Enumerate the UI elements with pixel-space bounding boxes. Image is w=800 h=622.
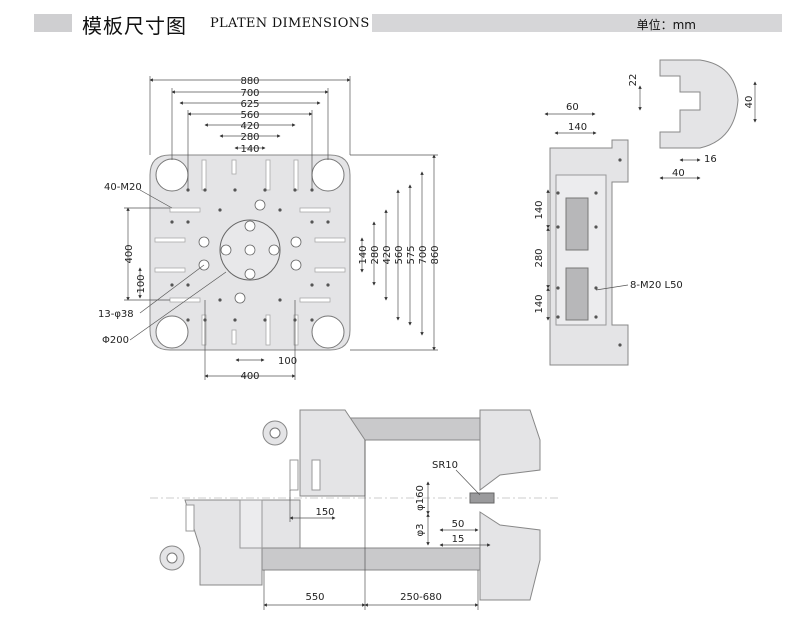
label-tapped-holes: 40-M20 (104, 182, 142, 193)
label-center-bore: Φ200 (102, 335, 129, 346)
tslot-dim-40a: 40 (744, 96, 755, 109)
tslot-dim-40b: 40 (672, 168, 685, 179)
tslot-dim-22: 22 (628, 74, 639, 87)
dim-140: 140 (240, 144, 259, 155)
dim-r860: 860 (430, 245, 441, 264)
dim-l400: 400 (124, 244, 135, 263)
dim-50: 50 (452, 519, 465, 530)
tie-bar-hole (155, 315, 189, 349)
t-slot-detail: 22 40 16 40 (628, 59, 757, 180)
side-dim-60: 60 (566, 102, 579, 113)
dim-b400: 400 (240, 371, 259, 382)
platen-front-view: 880 700 625 560 420 280 140 140 280 420 … (98, 76, 441, 382)
clamp-top-view: 550 250-680 150 SR10 φ160 φ3 50 15 (150, 409, 560, 610)
dim-b100: 100 (278, 356, 297, 367)
side-label-tapped: 8-M20 L50 (630, 280, 683, 291)
tie-bar-hole (311, 315, 345, 349)
dim-15: 15 (452, 534, 465, 545)
page-title-en: PLATEN DIMENSIONS (210, 16, 370, 31)
platen-side-view: 60 140 140 280 140 8-M20 L50 (534, 102, 683, 366)
dim-r420: 420 (382, 245, 393, 264)
dim-r560: 560 (394, 245, 405, 264)
dim-280: 280 (240, 132, 259, 143)
dim-880: 880 (240, 76, 259, 87)
dim-420: 420 (240, 121, 259, 132)
tie-bar-hole (155, 158, 189, 192)
dim-150: 150 (315, 507, 334, 518)
tie-bar-hole (311, 158, 345, 192)
dim-625: 625 (240, 99, 259, 110)
header-left-block (34, 14, 72, 32)
dim-phi160: φ160 (415, 485, 426, 511)
side-dim-l140a: 140 (534, 200, 545, 219)
dim-550: 550 (305, 592, 324, 603)
dim-phi3: φ3 (415, 524, 426, 537)
dim-700: 700 (240, 88, 259, 99)
tslot-dim-16: 16 (704, 154, 717, 165)
dim-l100: 100 (136, 274, 147, 293)
label-holes: 13-φ38 (98, 309, 134, 320)
side-dim-l280: 280 (534, 248, 545, 267)
label-sr10: SR10 (432, 460, 458, 471)
header-bar (372, 14, 782, 32)
dim-560: 560 (240, 110, 259, 121)
dim-r140: 140 (358, 245, 369, 264)
dim-r575: 575 (406, 245, 417, 264)
side-dim-140: 140 (568, 122, 587, 133)
dim-250-680: 250-680 (400, 592, 442, 603)
side-dim-l140b: 140 (534, 294, 545, 313)
dim-r700: 700 (418, 245, 429, 264)
unit-label: 单位：mm (636, 18, 696, 32)
dim-r280: 280 (370, 245, 381, 264)
ejector-holes (198, 199, 302, 304)
page-title-cn: 模板尺寸图 (82, 14, 187, 38)
